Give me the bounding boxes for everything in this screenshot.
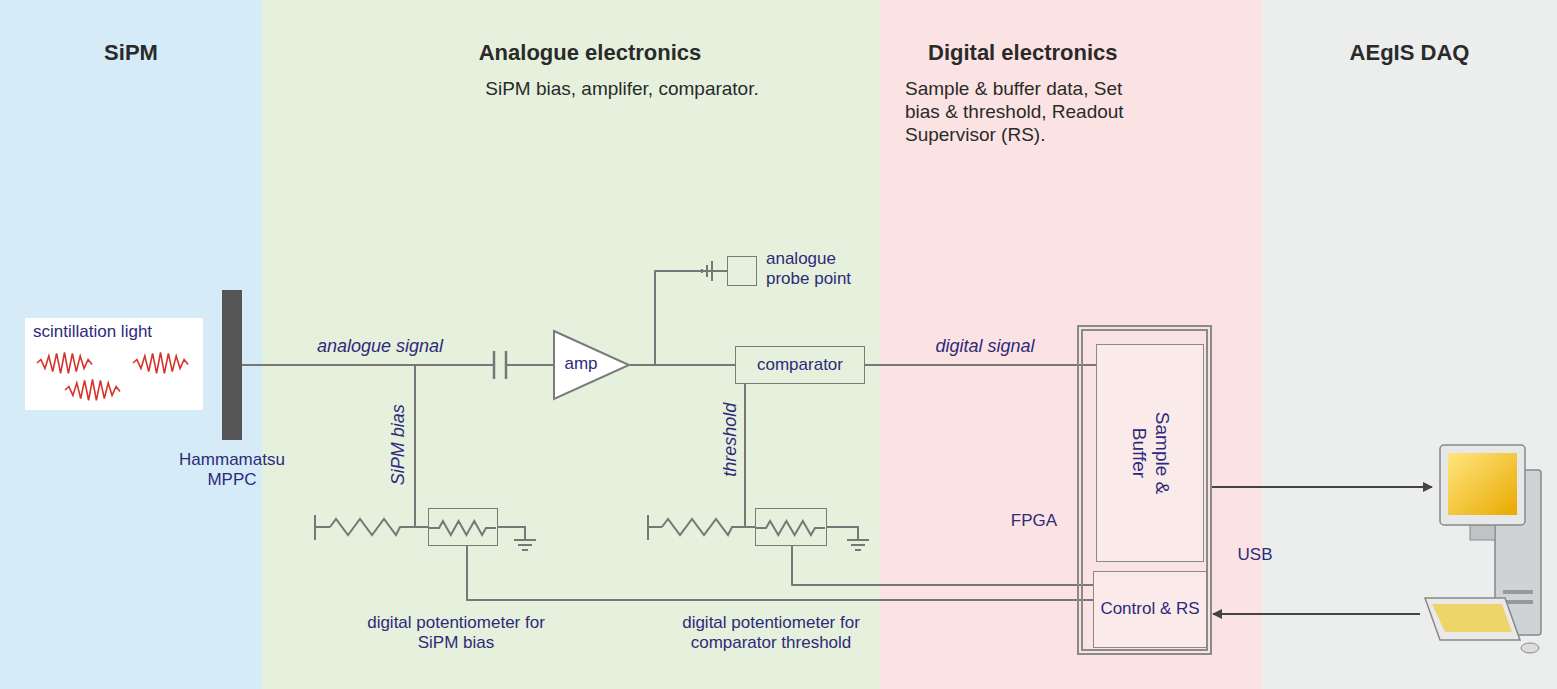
bus-label: USB xyxy=(1222,545,1288,565)
capacitor-symbol xyxy=(493,350,507,380)
potentiometer-symbol xyxy=(429,509,497,545)
signal-wire xyxy=(792,546,1093,585)
comparator-box: comparator xyxy=(735,346,865,384)
node-text: AEgIS DAQ xyxy=(1262,40,1557,66)
resistor-symbol xyxy=(648,515,755,540)
node-text: analogue probe point xyxy=(766,249,871,290)
amplifier-triangle: amp xyxy=(553,330,630,400)
node-text: scintillation light xyxy=(33,322,198,342)
usb-arrows xyxy=(1212,487,1432,614)
signal-wire xyxy=(745,384,755,527)
computer-icon xyxy=(1425,445,1541,653)
ground-symbol xyxy=(827,527,869,550)
ground-symbol xyxy=(498,527,536,550)
signal-wire xyxy=(865,364,1096,366)
resistor-symbol xyxy=(315,515,428,540)
signal-wire xyxy=(467,546,1093,600)
signal-wire xyxy=(630,271,727,365)
region-band: AEgIS DAQ xyxy=(1262,0,1557,689)
node-text: Hammamatsu MPPC xyxy=(167,450,297,491)
probe-box: analogue probe point xyxy=(727,256,757,286)
node-subtext: SiPM bias, amplifer, comparator. xyxy=(402,78,842,101)
analogue-band-fill xyxy=(262,0,880,689)
potentiometer-symbol xyxy=(756,509,826,545)
region-band: SiPM scintillation light Hammamatsu MPPC xyxy=(0,0,262,689)
potentiometer-box: digital potentiometer for SiPM bias xyxy=(428,508,498,546)
potentiometer-box: digital potentiometer for comparator thr… xyxy=(755,508,827,546)
buffer-box: Sample & Buffer xyxy=(1096,344,1204,562)
signal-wire xyxy=(630,364,735,366)
control-box: Control & RS xyxy=(1093,571,1206,648)
node-text: digital potentiometer for SiPM bias xyxy=(356,613,556,654)
node-text: amp xyxy=(555,354,607,374)
node-subtext: Sample & buffer data, Set bias & thresho… xyxy=(905,78,1145,146)
signal-label: analogue signal xyxy=(290,336,470,358)
fpga-box: FPGASample & BufferControl & RS xyxy=(1077,325,1212,655)
probe-ground-symbol xyxy=(702,261,727,281)
signal-wire xyxy=(242,365,428,527)
sensor-bar: Hammamatsu MPPC xyxy=(222,290,242,440)
node-text: comparator xyxy=(757,355,843,375)
node-text: Control & RS xyxy=(1100,599,1199,619)
light-source-box: scintillation light xyxy=(25,318,203,410)
node-text: Digital electronics xyxy=(928,40,1228,66)
node-text: Sample & Buffer xyxy=(1127,408,1173,498)
signal-label: threshold xyxy=(720,390,742,490)
daq-band-fill xyxy=(1262,0,1557,689)
node-text: Analogue electronics xyxy=(440,40,740,66)
sipm-band-fill xyxy=(0,0,262,689)
signal-label: SiPM bias xyxy=(388,390,410,500)
node-text: SiPM xyxy=(0,40,262,66)
node-text: digital potentiometer for comparator thr… xyxy=(656,613,886,654)
node-text: FPGA xyxy=(999,511,1069,531)
signal-label: digital signal xyxy=(905,336,1065,358)
